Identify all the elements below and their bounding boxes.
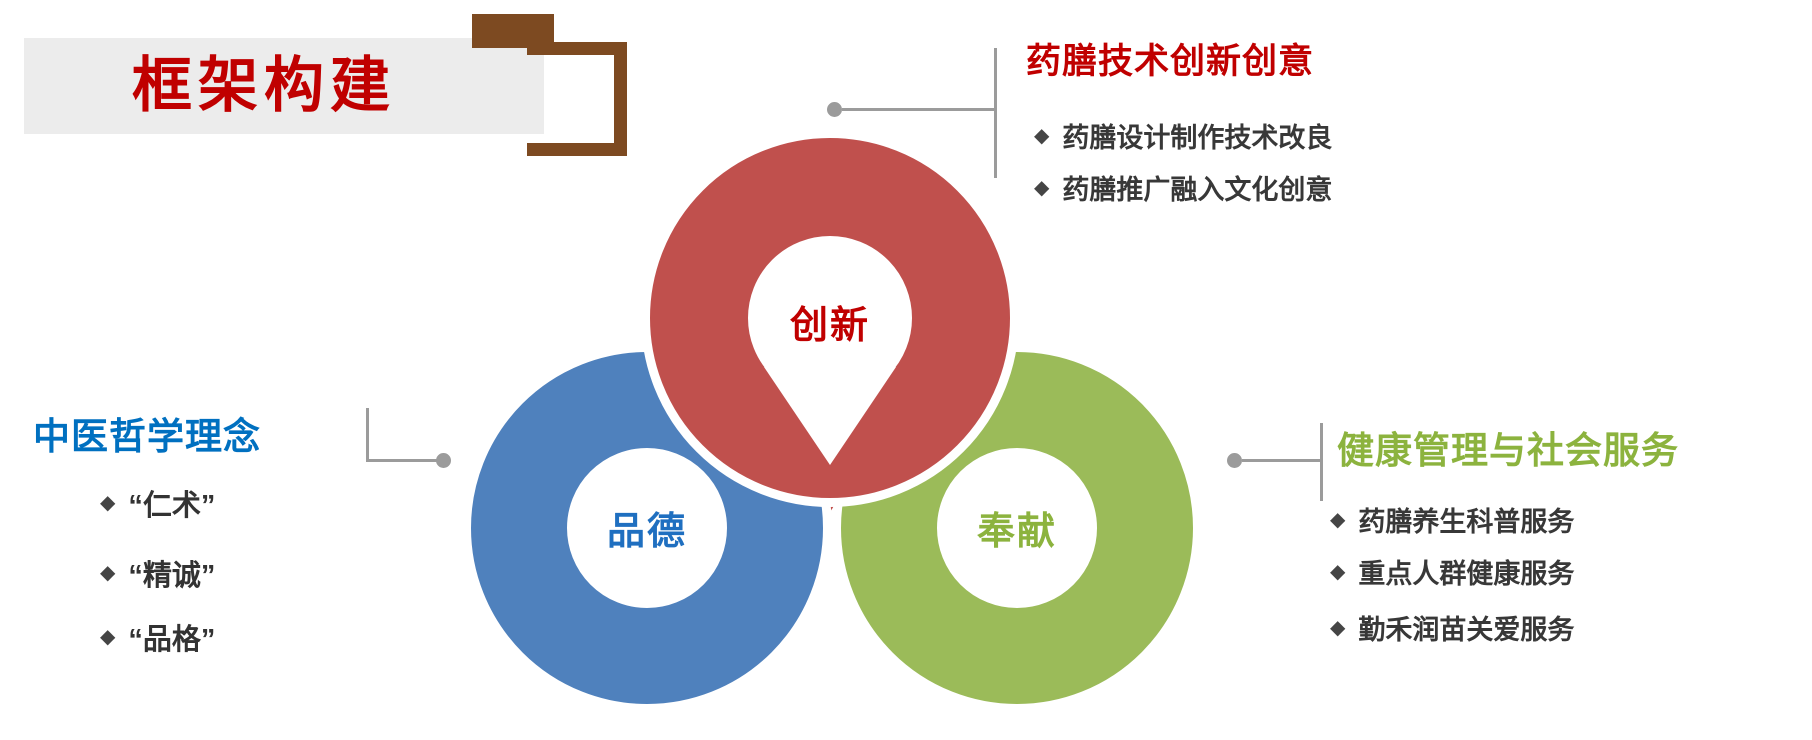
list-item: ◆ 重点人群健康服务	[1330, 552, 1574, 591]
list-item: ◆ “仁术”	[100, 482, 215, 524]
connector-hline-service	[1242, 459, 1322, 462]
list-item: ◆ 药膳推广融入文化创意	[1034, 168, 1332, 207]
list-item: ◆ 药膳设计制作技术改良	[1034, 116, 1332, 155]
diamond-bullet-icon: ◆	[1034, 176, 1050, 199]
diamond-bullet-icon: ◆	[100, 562, 116, 584]
diamond-bullet-icon: ◆	[100, 626, 116, 648]
connector-hline-innovation	[842, 108, 996, 111]
section-heading-philosophy: 中医哲学理念	[33, 416, 261, 457]
list-item-label: “精诚”	[128, 560, 216, 592]
section-heading-innovation: 药膳技术创新创意	[1026, 42, 1315, 81]
list-item-label: 药膳设计制作技术改良	[1062, 123, 1333, 153]
diamond-bullet-icon: ◆	[1330, 508, 1346, 531]
dedication-ring	[841, 352, 1193, 704]
section-heading-service: 健康管理与社会服务	[1337, 430, 1679, 471]
virtue-ring	[471, 352, 823, 704]
innovation-ring-notch	[764, 367, 896, 465]
list-item-label: “仁术”	[128, 490, 216, 522]
connector-vline-service	[1320, 423, 1323, 501]
list-item: ◆ “精诚”	[100, 552, 215, 594]
connector-dot-service	[1227, 453, 1242, 468]
connector-dot-innovation	[827, 102, 842, 117]
diamond-bullet-icon: ◆	[1034, 124, 1050, 147]
list-item-label: “品格”	[128, 624, 216, 656]
connector-dot-philosophy	[436, 453, 451, 468]
bracket-decoration	[527, 42, 627, 156]
dedication-ring-label: 奉献	[976, 511, 1057, 553]
innovation-ring-label: 创新	[789, 305, 870, 347]
list-item-label: 勤禾润苗关爱服务	[1358, 615, 1575, 645]
list-item: ◆ “品格”	[100, 616, 215, 658]
connector-hline-philosophy	[366, 459, 438, 462]
connector-vline-philosophy	[366, 408, 369, 462]
diamond-bullet-icon: ◆	[1330, 560, 1346, 583]
page-title: 框架构建	[132, 52, 396, 119]
virtue-ring-label: 品德	[606, 511, 687, 553]
list-item-label: 药膳养生科普服务	[1358, 507, 1575, 537]
connector-vline-innovation	[994, 48, 997, 178]
list-item: ◆ 药膳养生科普服务	[1330, 500, 1574, 539]
diamond-bullet-icon: ◆	[100, 492, 116, 514]
list-item-label: 重点人群健康服务	[1358, 559, 1575, 589]
diamond-bullet-icon: ◆	[1330, 616, 1346, 639]
list-item: ◆ 勤禾润苗关爱服务	[1330, 608, 1574, 647]
title-banner: 框架构建	[24, 38, 544, 134]
list-item-label: 药膳推广融入文化创意	[1062, 175, 1333, 205]
